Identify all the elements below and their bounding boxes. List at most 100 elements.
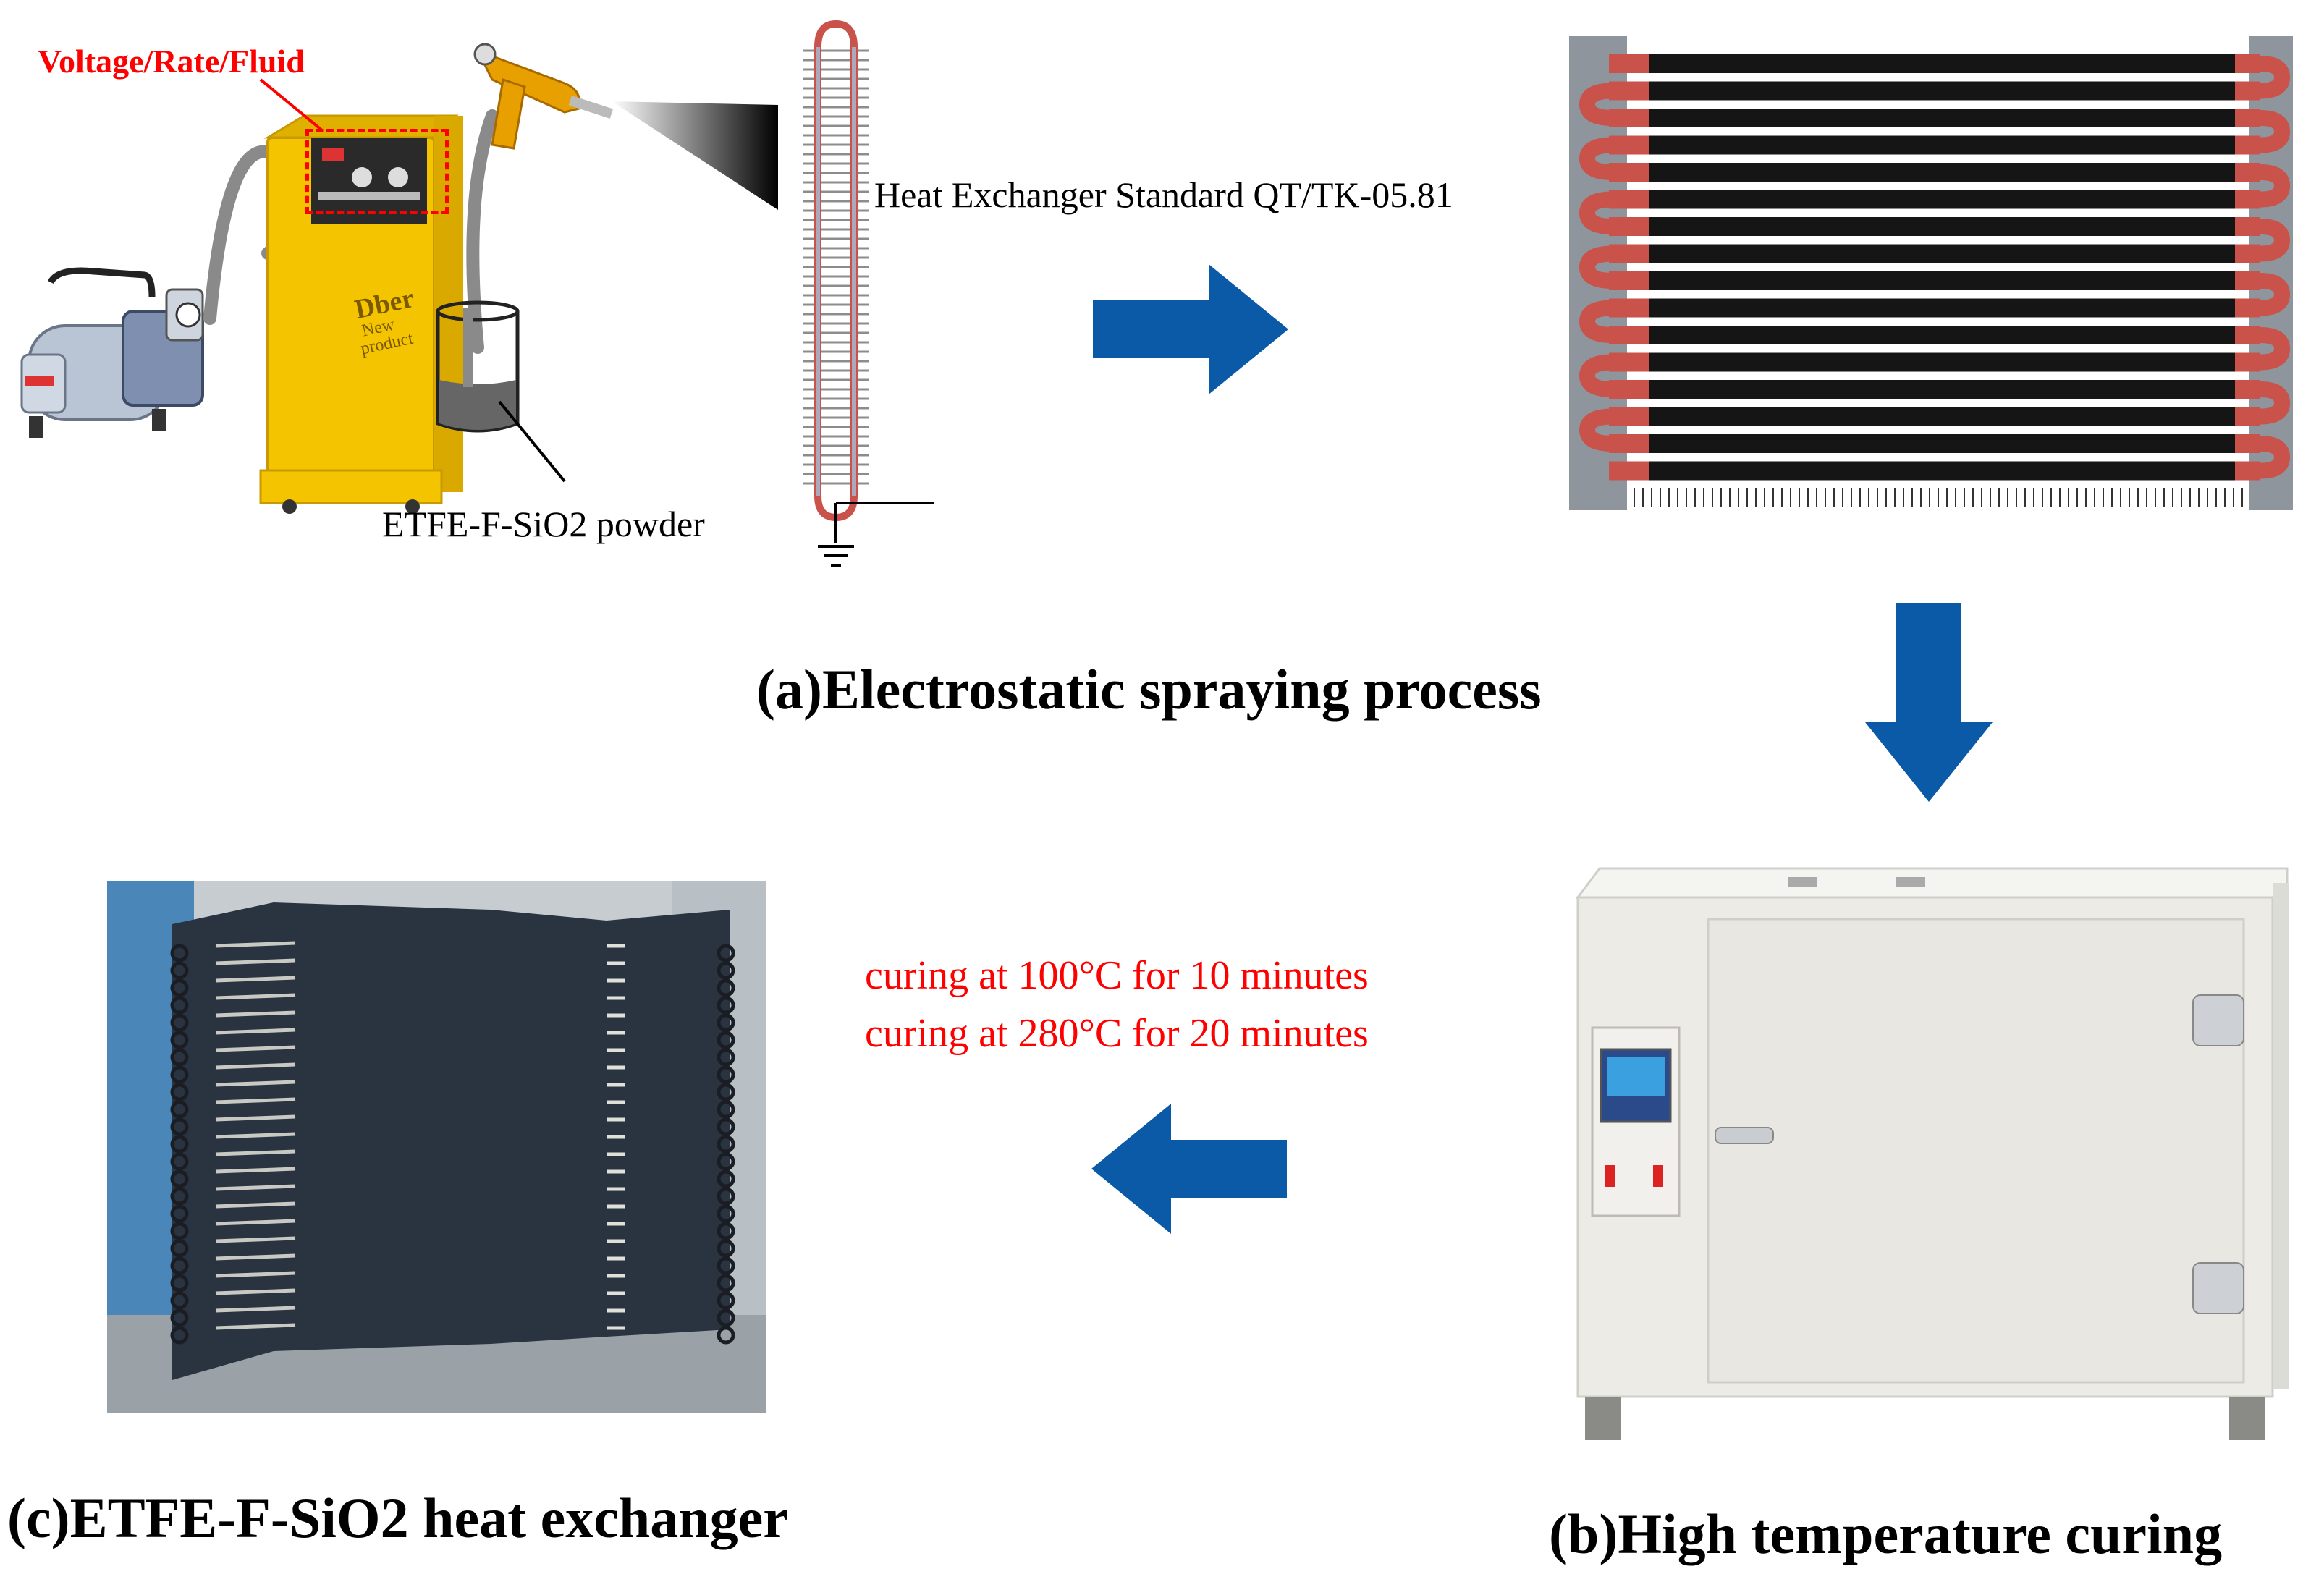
fin-highlight <box>215 1132 296 1139</box>
tube-end <box>1609 163 1649 182</box>
tube-end <box>2235 298 2260 318</box>
tube-loop <box>717 1256 735 1275</box>
u-bend <box>2260 56 2291 99</box>
curing-step-1: curing at 100°C for 10 minutes <box>865 953 1369 998</box>
fin-highlight <box>215 1201 296 1209</box>
tube-loop <box>170 1256 189 1275</box>
u-bend <box>1579 137 1613 180</box>
fin-highlight <box>215 1097 296 1104</box>
single-tube-with-fins <box>803 20 869 522</box>
tube-end <box>1609 352 1649 372</box>
fin-highlight <box>215 1045 296 1052</box>
tube-loop <box>170 1031 189 1049</box>
u-bend <box>2260 273 2291 316</box>
tube-loop <box>170 1048 189 1067</box>
spray-gun <box>473 43 614 150</box>
spraying-process-illustration: Dber New product Voltage/Rate/Fluid <box>0 0 955 579</box>
air-compressor <box>20 267 204 438</box>
tube-loop <box>170 961 189 980</box>
heat-exchanger-render <box>1569 36 2293 510</box>
u-bend <box>1579 354 1613 397</box>
tube-loop <box>717 978 735 997</box>
fin-highlight <box>215 1062 296 1070</box>
tube-loop <box>170 1100 189 1119</box>
control-panel-highlight <box>305 129 449 214</box>
tube-loop <box>717 1222 735 1240</box>
tube-end <box>1609 407 1649 426</box>
tube-loop <box>170 1308 189 1327</box>
u-bend <box>1579 300 1613 343</box>
u-bend <box>2260 436 2291 479</box>
tube-loop <box>170 1152 189 1171</box>
u-bend <box>2260 327 2291 371</box>
tube <box>1609 407 2260 426</box>
tube-loop <box>717 1169 735 1188</box>
fin-highlight <box>215 976 296 983</box>
u-bend <box>1579 408 1613 452</box>
gun-hose <box>466 109 499 354</box>
tube-end <box>2235 190 2260 209</box>
fin-highlight <box>215 1236 296 1243</box>
tube-end <box>2235 380 2260 399</box>
fin-highlight <box>215 1028 296 1035</box>
fin-highlight <box>215 1167 296 1174</box>
fin-highlight <box>215 1253 296 1261</box>
tube-end <box>2235 271 2260 290</box>
tube-end <box>1609 461 1649 481</box>
tube <box>1609 54 2260 73</box>
tube-end <box>2235 217 2260 236</box>
fin-stack <box>803 49 869 485</box>
tube-loop <box>717 1204 735 1223</box>
u-bend <box>2260 381 2291 425</box>
tube-loop <box>717 1083 735 1101</box>
tube-end <box>2235 54 2260 73</box>
tube-loop <box>170 1222 189 1240</box>
heading-b: (b)High temperature curing <box>1549 1502 2223 1565</box>
spray-cone <box>612 101 778 210</box>
u-bend <box>2260 219 2291 262</box>
tube-end <box>1609 54 1649 73</box>
u-bend <box>2260 164 2291 208</box>
tube-loop <box>170 1274 189 1293</box>
tube-loop <box>717 1135 735 1154</box>
tube-end <box>1609 434 1649 453</box>
tube-loop <box>717 1048 735 1067</box>
tube-loop <box>170 1239 189 1258</box>
fin-highlight <box>215 941 296 948</box>
arrow-right-icon <box>1093 264 1288 394</box>
tube-loop <box>170 1169 189 1188</box>
tube-loop <box>717 1100 735 1119</box>
control-panel-label: Voltage/Rate/Fluid <box>38 43 305 80</box>
tube-end <box>2235 326 2260 344</box>
fin-highlight <box>215 1114 296 1122</box>
tube-loop <box>170 996 189 1015</box>
tube-end <box>2235 244 2260 263</box>
tube-loop <box>717 961 735 980</box>
u-bend <box>2260 110 2291 153</box>
heading-c: (c)ETFE-F-SiO2 heat exchanger <box>7 1486 788 1549</box>
tube-loop <box>717 1187 735 1206</box>
tube-loop <box>717 1013 735 1032</box>
fin-highlight <box>215 958 296 965</box>
tube-end <box>1609 380 1649 399</box>
arrow-down-icon <box>1865 603 1993 802</box>
fin-highlight <box>215 1288 296 1295</box>
tube-loop <box>717 1239 735 1258</box>
tube-loop <box>170 944 189 963</box>
tube <box>1609 380 2260 399</box>
u-bend <box>1579 191 1613 234</box>
tube-end <box>2235 81 2260 101</box>
tube-end <box>1609 244 1649 263</box>
tube <box>1609 352 2260 372</box>
photo-fin-edges <box>170 941 735 1345</box>
tube-end <box>1609 109 1649 127</box>
tube-bundle <box>1579 54 2291 507</box>
tube <box>1609 326 2260 344</box>
fin-highlight <box>215 1323 296 1330</box>
curing-step-2: curing at 280°C for 20 minutes <box>865 1011 1369 1056</box>
tube-end <box>2235 352 2260 372</box>
tube-loop <box>170 1065 189 1084</box>
tube-loop <box>170 1204 189 1223</box>
tube-loop <box>717 1117 735 1136</box>
curing-steps: curing at 100°C for 10 minutes curing at… <box>865 947 1369 1062</box>
